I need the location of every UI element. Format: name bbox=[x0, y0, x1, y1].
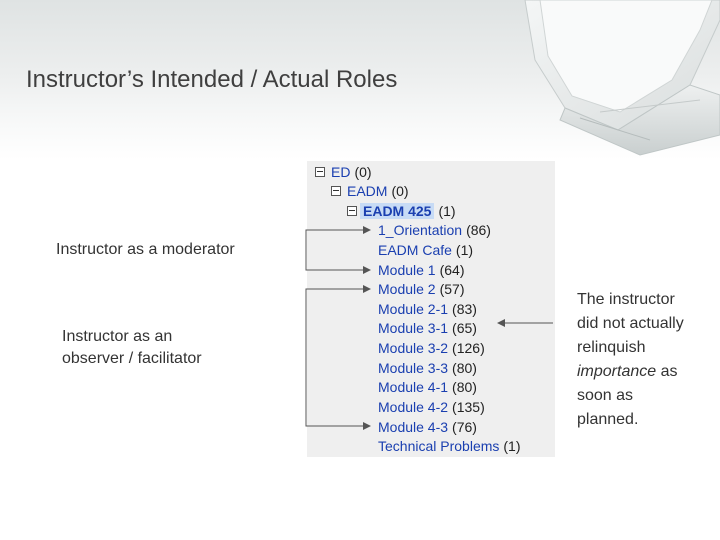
tree-node-ed[interactable]: ED(0) bbox=[315, 163, 372, 181]
collapse-icon[interactable] bbox=[331, 186, 341, 196]
tree-node-label: EADM Cafe bbox=[378, 242, 452, 258]
tree-node-label: Module 4-1 bbox=[378, 379, 449, 395]
tree-node-eadm-425[interactable]: EADM 425(1) bbox=[347, 202, 456, 220]
tree-node-label: Module 4-2 bbox=[378, 399, 449, 415]
observer-label-line2: observer / facilitator bbox=[62, 350, 202, 367]
tree-node-forum[interactable]: Module 4-3(76) bbox=[378, 418, 477, 436]
tree-node-forum[interactable]: Module 2-1(83) bbox=[378, 300, 477, 318]
tree-node-count: (80) bbox=[452, 379, 477, 395]
tree-node-label: Module 4-3 bbox=[378, 419, 449, 435]
tree-node-label: EADM 425 bbox=[360, 203, 435, 219]
tree-node-label: Module 1 bbox=[378, 262, 436, 278]
tree-node-count: (1) bbox=[503, 438, 521, 454]
tree-node-forum[interactable]: EADM Cafe(1) bbox=[378, 241, 473, 259]
observer-bracket bbox=[305, 285, 371, 430]
tree-node-label: EADM bbox=[347, 183, 388, 199]
tree-node-label: Module 3-3 bbox=[378, 360, 449, 376]
tree-node-count: (64) bbox=[439, 262, 465, 278]
tree-node-count: (1) bbox=[455, 242, 474, 258]
tree-node-count: (86) bbox=[466, 222, 491, 238]
tree-node-label: Module 2 bbox=[378, 281, 436, 297]
tree-node-count: (0) bbox=[354, 164, 372, 180]
tree-node-label: Technical Problems bbox=[378, 438, 500, 454]
note-text-before: The instructor did not actually relinqui… bbox=[577, 291, 684, 356]
tree-node-forum[interactable]: Module 3-3(80) bbox=[378, 359, 477, 377]
tree-node-eadm[interactable]: EADM(0) bbox=[331, 182, 409, 200]
tree-node-label: Module 3-1 bbox=[378, 320, 449, 336]
collapse-icon[interactable] bbox=[315, 167, 325, 177]
laptop-illustration bbox=[524, 0, 720, 156]
tree-node-count: (80) bbox=[452, 360, 477, 376]
tree-node-count: (76) bbox=[452, 419, 477, 435]
tree-node-label: 1_Orientation bbox=[378, 222, 463, 238]
tree-node-forum[interactable]: Module 2(57) bbox=[378, 280, 465, 298]
tree-node-forum[interactable]: 1_Orientation(86) bbox=[378, 221, 491, 239]
tree-node-label: Module 2-1 bbox=[378, 301, 449, 317]
moderator-bracket bbox=[305, 226, 371, 274]
tree-node-forum[interactable]: Module 4-2(135) bbox=[378, 398, 485, 416]
tree-node-label: ED bbox=[331, 164, 351, 180]
collapse-icon[interactable] bbox=[347, 206, 357, 216]
tree-node-forum[interactable]: Module 3-1(65) bbox=[378, 319, 477, 337]
moderator-label: Instructor as a moderator bbox=[56, 241, 235, 258]
note-emphasis: importance bbox=[577, 363, 657, 380]
page-title: Instructor’s Intended / Actual Roles bbox=[26, 66, 398, 93]
tree-node-forum[interactable]: Module 1(64) bbox=[378, 261, 465, 279]
tree-node-count: (1) bbox=[438, 203, 456, 219]
tree-node-forum[interactable]: Technical Problems(1) bbox=[378, 437, 521, 455]
tree-node-forum[interactable]: Module 4-1(80) bbox=[378, 378, 477, 396]
tree-node-count: (0) bbox=[391, 183, 409, 199]
tree-node-label: Module 3-2 bbox=[378, 340, 449, 356]
note-text-after: as soon as planned. bbox=[577, 363, 678, 428]
tree-node-count: (135) bbox=[452, 399, 485, 415]
tree-node-count: (57) bbox=[439, 281, 465, 297]
instructor-note: The instructor did not actually relinqui… bbox=[577, 288, 697, 432]
tree-node-count: (83) bbox=[452, 301, 477, 317]
tree-node-count: (65) bbox=[452, 320, 477, 336]
tree-node-forum[interactable]: Module 3-2(126) bbox=[378, 339, 485, 357]
tree-node-count: (126) bbox=[452, 340, 485, 356]
observer-label-line1: Instructor as an bbox=[62, 328, 173, 345]
